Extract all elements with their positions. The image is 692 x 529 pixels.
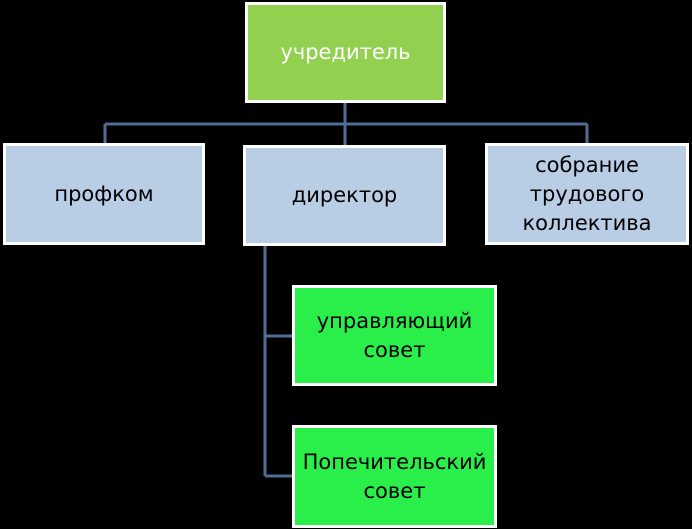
director-box: директор xyxy=(243,145,446,246)
director-label: директор xyxy=(291,183,398,207)
governing-council-box: управляющий совет xyxy=(292,285,497,386)
board-of-trustees-box: Попечительский совет xyxy=(292,425,497,528)
governing-council-label: управляющий совет xyxy=(316,308,473,362)
labor-assembly-label: собрание трудового коллектива xyxy=(522,152,652,235)
trade-union-label: профком xyxy=(54,181,154,206)
founder-label: учредитель xyxy=(280,40,411,64)
founder-box: учредитель xyxy=(245,2,446,103)
trade-union-box: профком xyxy=(3,143,205,245)
board-of-trustees-label: Попечительский совет xyxy=(302,449,487,503)
labor-assembly-box: собрание трудового коллектива xyxy=(485,143,689,245)
